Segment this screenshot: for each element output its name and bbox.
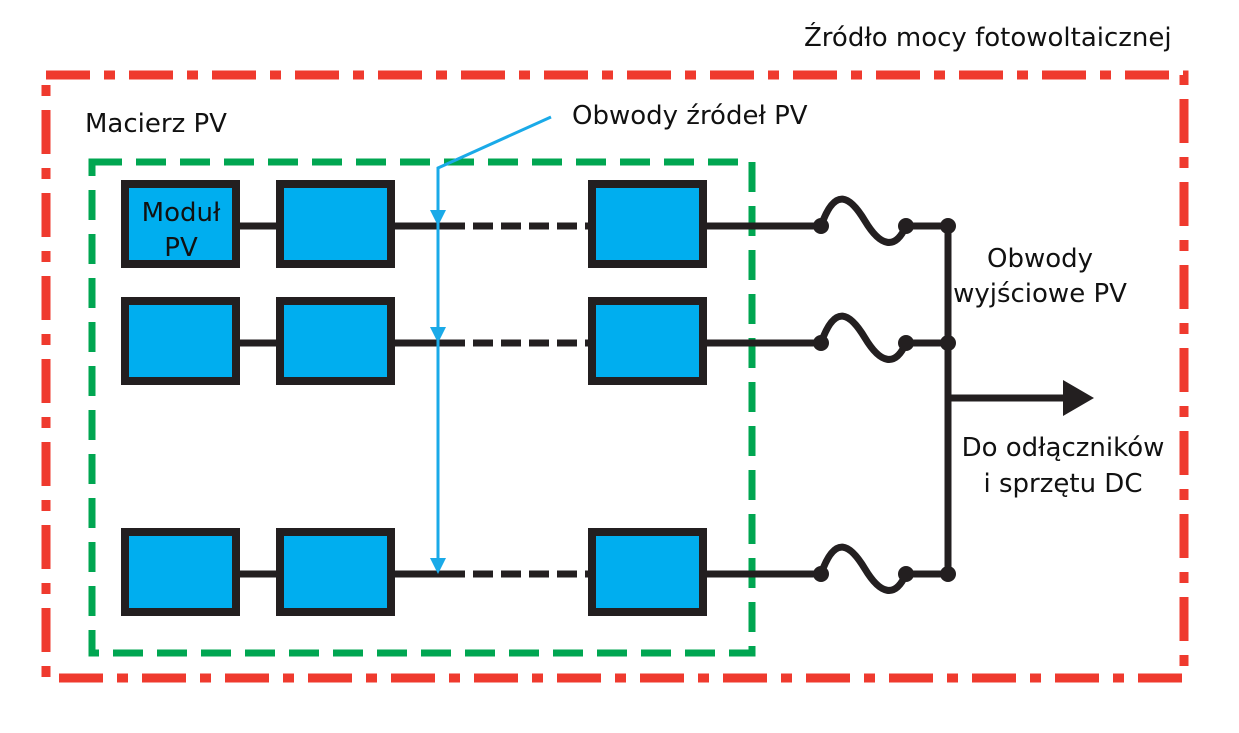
callout-arrow-icon xyxy=(430,210,446,226)
terminal-dot xyxy=(813,335,829,351)
pv-array-label: Macierz PV xyxy=(85,109,227,139)
module-label-line2: PV xyxy=(164,233,198,263)
pv-module xyxy=(276,528,395,616)
pv-module xyxy=(588,180,707,268)
pv-module xyxy=(121,528,240,616)
pv-module xyxy=(276,180,395,268)
output-arrow-icon xyxy=(1063,380,1094,416)
pv-module xyxy=(588,297,707,385)
output-circuits-label-line2: wyjściowe PV xyxy=(953,279,1127,309)
pv-module xyxy=(121,180,240,268)
callout-arrow-icon xyxy=(430,558,446,574)
pv-power-source-boundary xyxy=(41,70,1189,683)
pv-array-boundary xyxy=(88,158,756,657)
output-circuits-label-line1: Obwody xyxy=(987,244,1093,274)
fuse-icon xyxy=(817,543,910,594)
terminal-dot xyxy=(813,566,829,582)
destination-label-line2: i sprzętu DC xyxy=(984,469,1143,499)
module-label-line1: Moduł xyxy=(142,198,221,228)
pv-module xyxy=(276,297,395,385)
fuse-icon xyxy=(817,195,910,246)
terminal-dot xyxy=(813,218,829,234)
callout-arrow-icon xyxy=(430,327,446,343)
destination-label-line1: Do odłączników xyxy=(962,433,1165,463)
source-circuits-label: Obwody źródeł PV xyxy=(572,101,808,131)
pv-power-source-title: Źródło mocy fotowoltaicznej xyxy=(804,21,1172,53)
pv-module xyxy=(588,528,707,616)
pv-module xyxy=(121,297,240,385)
fuse-icon xyxy=(817,312,910,363)
callout-leader xyxy=(436,115,552,560)
